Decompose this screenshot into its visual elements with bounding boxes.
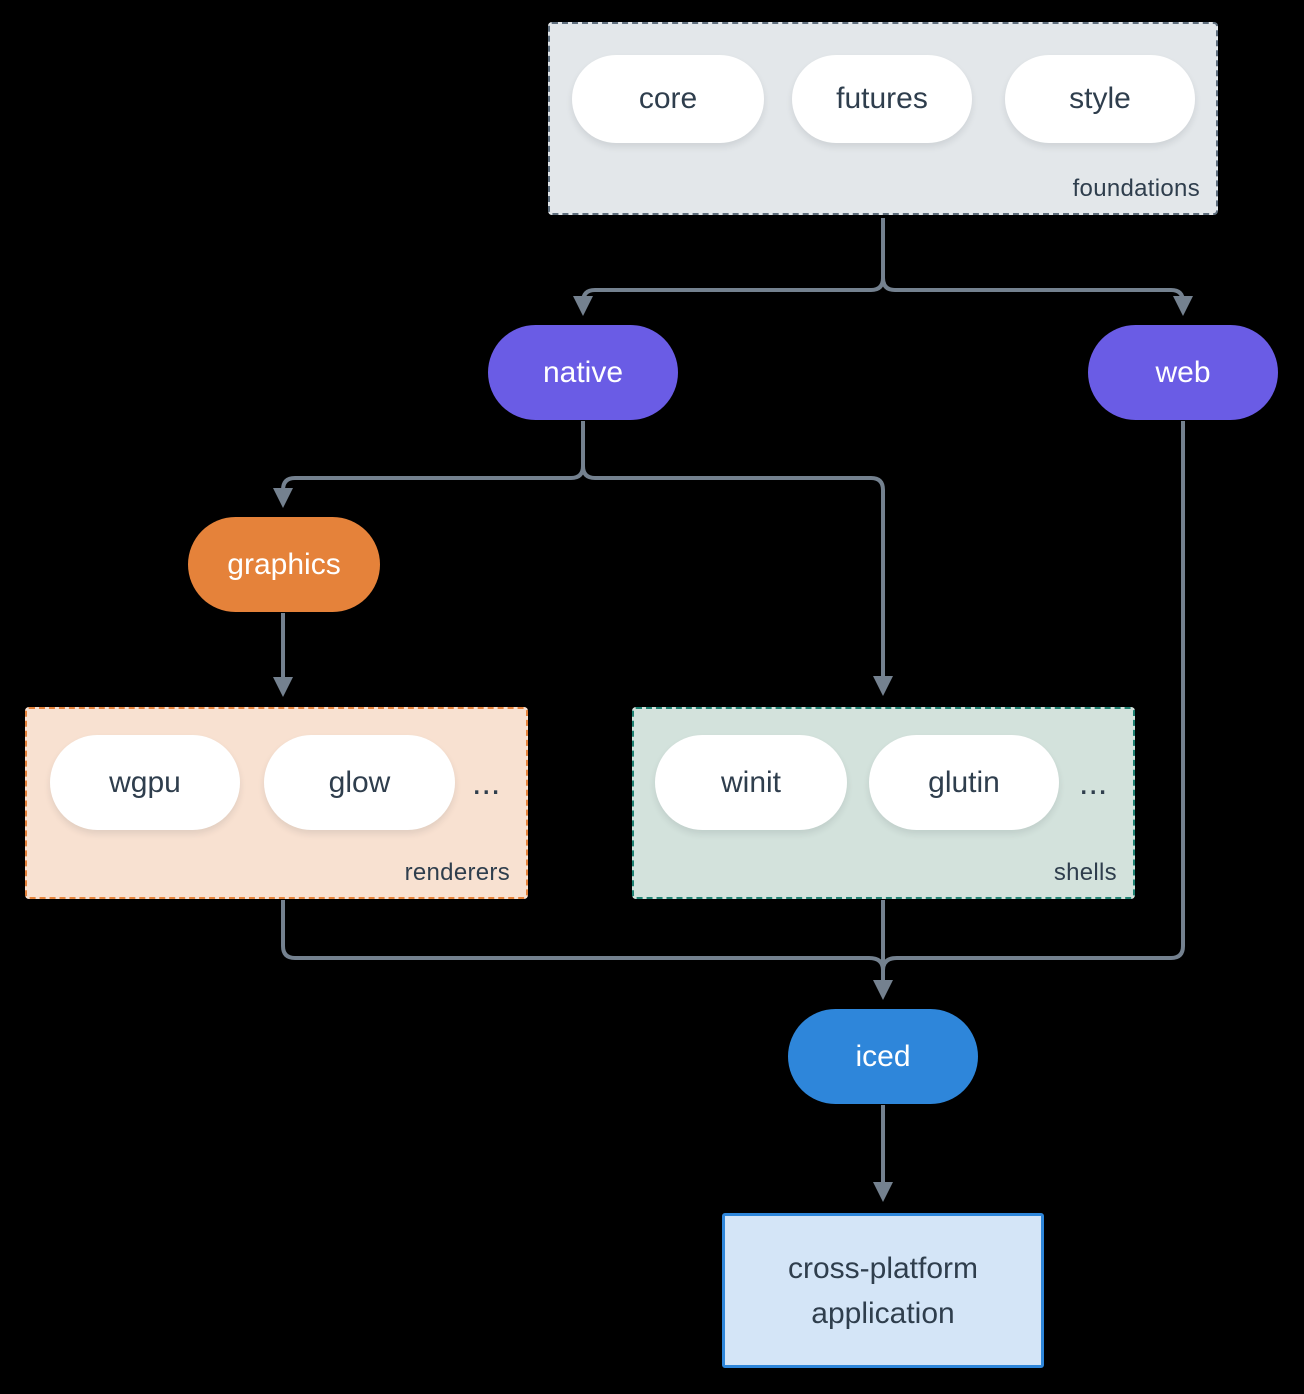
node-futures: futures xyxy=(792,55,972,143)
node-style: style xyxy=(1005,55,1195,143)
node-futures-label: futures xyxy=(836,82,928,115)
node-winit-label: winit xyxy=(720,765,781,799)
group-renderers-label: renderers xyxy=(404,859,510,886)
shells-ellipsis: ... xyxy=(1079,763,1108,802)
edge-native-graphics xyxy=(273,421,585,508)
node-winit: winit xyxy=(655,735,847,830)
node-iced-label: iced xyxy=(855,1039,911,1073)
node-core-label: core xyxy=(638,82,698,115)
node-wgpu-label: wgpu xyxy=(109,765,181,799)
group-shells-label: shells xyxy=(1053,859,1117,886)
node-glutin-label: glutin xyxy=(928,765,1000,799)
edge-native-shells xyxy=(581,421,893,696)
node-iced: iced xyxy=(788,1009,978,1104)
node-web-label: web xyxy=(1155,355,1211,389)
node-web: web xyxy=(1088,325,1278,420)
node-wgpu: wgpu xyxy=(50,735,240,830)
node-cross-platform-application: cross-platform application xyxy=(722,1213,1044,1368)
node-style-label: style xyxy=(1069,82,1131,115)
group-foundations: core futures style foundations xyxy=(548,22,1218,215)
edge-foundations-native xyxy=(573,218,885,316)
group-shells: winit glutin ... shells xyxy=(632,707,1135,899)
node-core: core xyxy=(572,55,764,143)
node-graphics-label: graphics xyxy=(227,547,341,581)
node-glutin: glutin xyxy=(869,735,1059,830)
renderers-ellipsis: ... xyxy=(472,763,501,802)
group-foundations-label: foundations xyxy=(1072,175,1200,202)
edge-foundations-web xyxy=(881,218,1193,316)
node-cross-platform-application-label: cross-platform application xyxy=(787,1251,979,1330)
edge-renderers-iced xyxy=(281,900,885,971)
node-native: native xyxy=(488,325,678,420)
node-graphics: graphics xyxy=(188,517,380,612)
node-glow-label: glow xyxy=(328,765,391,799)
node-native-label: native xyxy=(542,355,624,389)
group-renderers: wgpu glow ... renderers xyxy=(25,707,528,899)
node-glow: glow xyxy=(264,735,455,830)
